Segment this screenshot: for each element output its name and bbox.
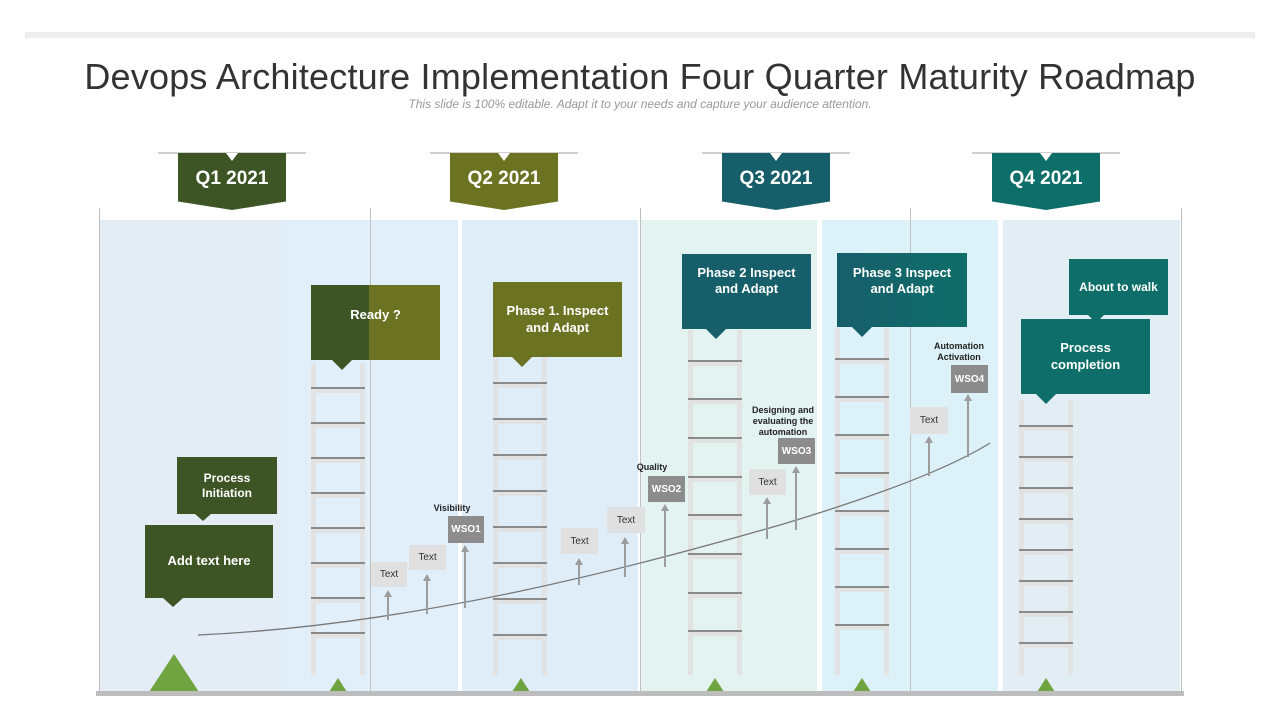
arrow-head [384,590,392,597]
ladder-3 [688,330,742,675]
milestone-label: Visibility [433,503,471,513]
triangle-icon [1037,678,1055,692]
process-completion-box: Process completion [1021,319,1150,394]
box-pointer [852,327,872,337]
divider-line [640,208,641,692]
process-initiation-box: Process Initiation [177,457,277,514]
tab-notch [498,153,510,161]
start-triangle-icon [149,654,199,692]
text-box: Text [409,545,446,570]
text-box: Text [910,407,948,434]
arrow-line [464,552,466,608]
add-text-box: Add text here [145,525,273,598]
milestone-label: Quality [636,462,668,472]
divider-line [1181,208,1182,692]
triangle-icon [512,678,530,692]
arrow-line [624,544,626,577]
quarter-tab-q1: Q1 2021 [178,153,286,210]
arrow-line [578,565,580,585]
tab-notch [770,153,782,161]
divider-line [370,208,371,692]
quarter-tab-q3: Q3 2021 [722,153,830,210]
divider-line [910,208,911,692]
arrow-head [575,558,583,565]
phase2-box: Phase 2 Inspect and Adapt [682,254,811,329]
text-box: Text [371,562,407,587]
wso-box: WSO3 [778,438,815,464]
page-title: Devops Architecture Implementation Four … [84,56,1196,97]
arrow-head [461,545,469,552]
triangle-icon [706,678,724,692]
tab-notch [226,153,238,161]
text-box: Text [561,528,598,554]
ladder-4 [835,328,889,675]
arrow-head [763,497,771,504]
arrow-line [426,581,428,614]
ladder-2 [493,357,547,675]
arrow-line [928,443,930,476]
ladder-5 [1019,400,1073,675]
box-pointer [195,514,211,521]
ready-box: Ready ? [311,285,440,360]
tab-notch [1040,153,1052,161]
arrow-head [661,504,669,511]
arrow-head [792,466,800,473]
arrow-line [766,504,768,539]
page-subtitle: This slide is 100% editable. Adapt it to… [408,97,872,111]
arrow-line [387,597,389,620]
arrow-line [795,473,797,530]
text-box: Text [749,469,786,495]
top-divider [25,32,1255,38]
ladder-1 [311,363,365,675]
milestone-label: Designing and evaluating the automation [751,405,814,437]
quarter-tab-q4: Q4 2021 [992,153,1100,210]
arrow-head [423,574,431,581]
triangle-icon [853,678,871,692]
phase3-box: Phase 3 Inspect and Adapt [837,253,967,327]
wso-box: WSO2 [648,476,685,502]
text-box: Text [607,507,645,533]
arrow-head [964,394,972,401]
panel-q1-left [100,220,282,692]
phase1-box: Phase 1. Inspect and Adapt [493,282,622,357]
milestone-label: Automation Activation [934,341,984,362]
arrow-head [925,436,933,443]
arrow-line [967,401,969,457]
box-pointer [1036,394,1056,404]
box-pointer [163,598,183,607]
wso-box: WSO1 [448,516,484,543]
quarter-tab-q2: Q2 2021 [450,153,558,210]
divider-line [99,208,100,692]
box-pointer [512,357,532,367]
arrow-line [664,511,666,567]
arrow-head [621,537,629,544]
box-pointer [706,329,726,339]
wso-box: WSO4 [951,365,988,393]
triangle-icon [329,678,347,692]
baseline [96,691,1184,696]
about-to-walk-box: About to walk [1069,259,1168,315]
box-pointer [332,360,352,370]
